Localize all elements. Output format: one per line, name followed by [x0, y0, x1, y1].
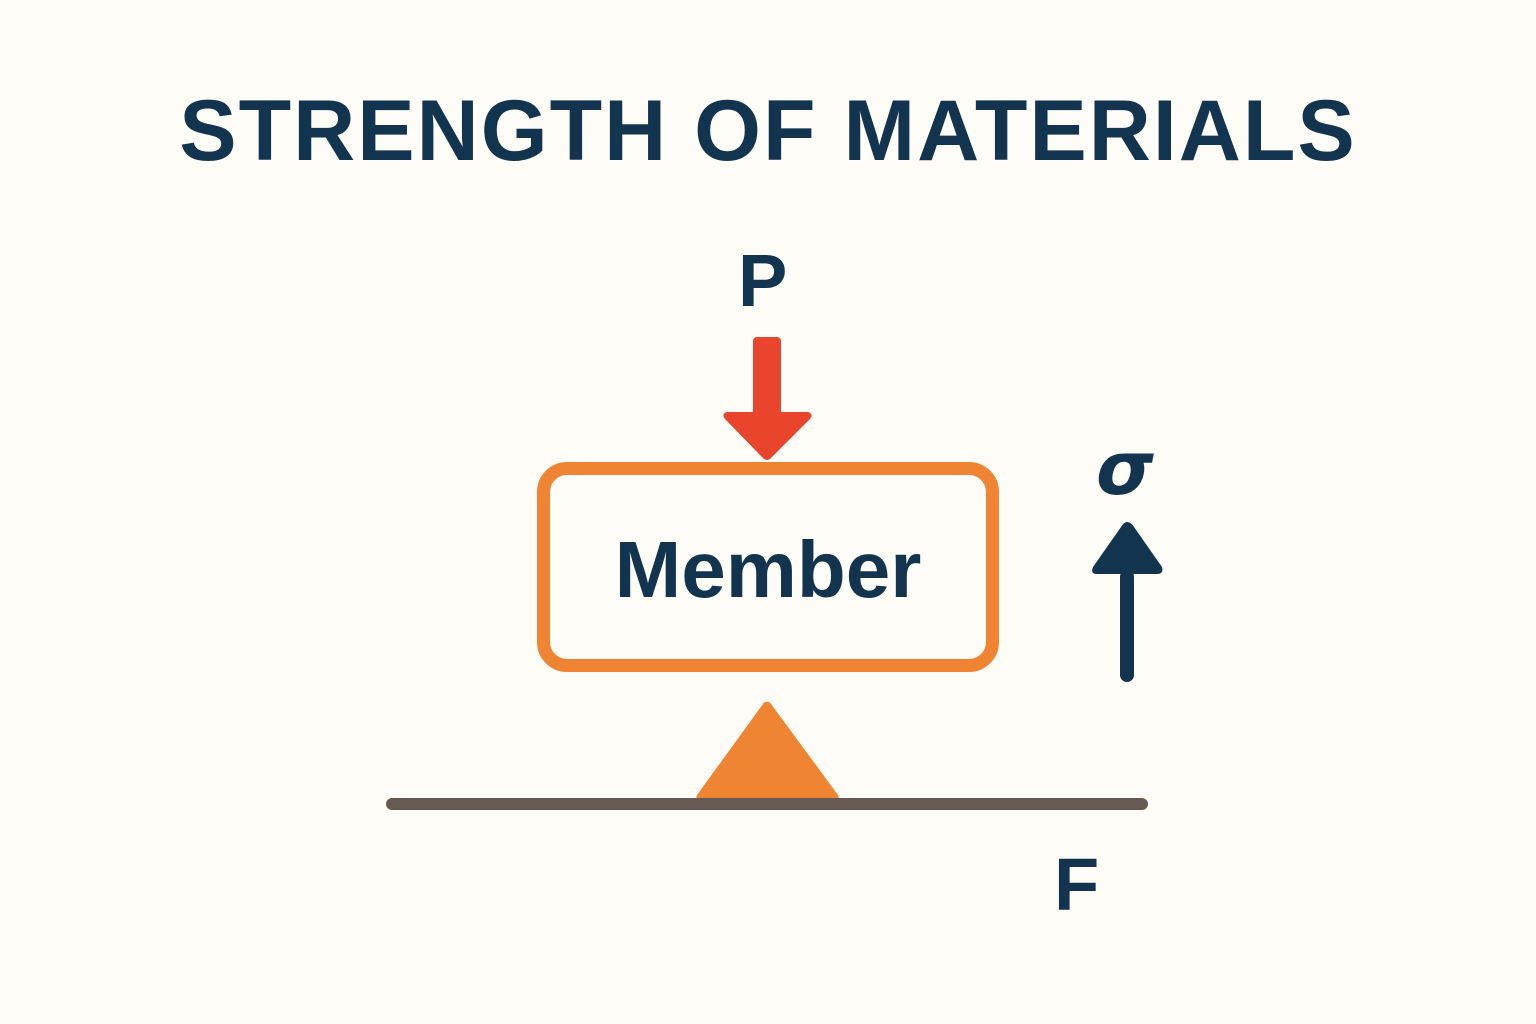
- force-label: F: [1054, 843, 1100, 926]
- stress-arrow-icon: [1092, 522, 1163, 682]
- member-label: Member: [614, 525, 922, 614]
- support-triangle-icon: [696, 701, 839, 799]
- stress-label: σ: [1096, 426, 1154, 512]
- member-box: Member: [537, 462, 999, 672]
- load-label: P: [738, 239, 788, 322]
- diagram-title: STRENGTH OF MATERIALS: [179, 83, 1357, 179]
- load-arrow-icon: [723, 337, 812, 460]
